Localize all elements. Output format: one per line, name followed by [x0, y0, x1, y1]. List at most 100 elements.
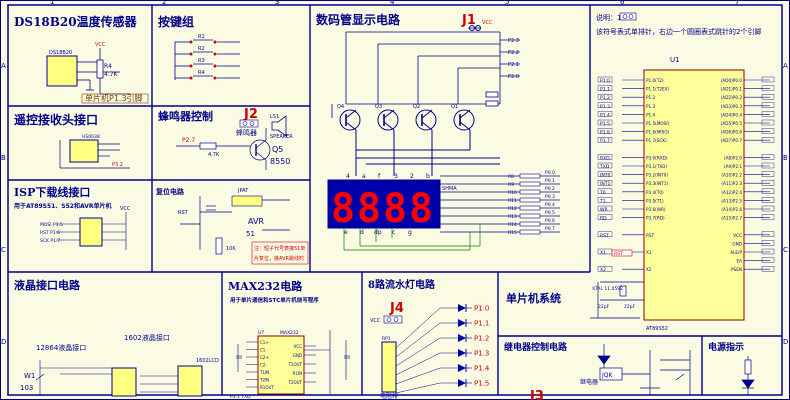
max232-title: MAX232电路: [228, 279, 303, 293]
mcu-right-net-tag: [761, 171, 775, 177]
ruler-left-C: C: [1, 246, 6, 254]
ds18b20-r-value: 4.7K: [104, 71, 119, 78]
mcu-right-net-tag: [761, 205, 775, 212]
max232-right-pin: VCC: [294, 344, 303, 349]
led-diode-icon: [458, 364, 466, 372]
reset-jp: JPAT: [237, 188, 249, 194]
mcu-left-net: INT0: [600, 173, 610, 179]
drawing-frame: [7, 4, 783, 396]
mcu-left-pin-name: P1.0(T2): [646, 78, 664, 83]
mcu-right-pin-name: EA: [736, 259, 742, 264]
led-row-group: P1.0P1.1P1.2P1.3P1.4P1.5: [395, 304, 490, 394]
buzzer-8550: 8550: [270, 157, 290, 166]
mcu-left-net-tag: [597, 266, 613, 272]
mcu-right-pin-name: (A13)P2.5: [721, 198, 742, 203]
led-wire: [395, 337, 441, 367]
seg-top-label-6: b: [426, 173, 430, 180]
mcu-right-pin-name: (A14)P2.6: [721, 207, 742, 212]
res-pin-5: P0.4: [545, 202, 555, 208]
max232-left-pin: R1OUT: [260, 385, 274, 390]
seg-bottom-label-4: c: [392, 229, 395, 236]
ruler-right-D: D: [783, 338, 788, 346]
reset-avr: AVR: [248, 217, 264, 226]
res-pin-6: P0.5: [545, 210, 555, 216]
mcu-left-net-tag: [597, 214, 613, 220]
ruler-left-A: A: [1, 62, 6, 70]
mcu-chip-name: AT89S52: [646, 326, 668, 332]
mcu-right-net-tag: [761, 248, 775, 255]
max232-right-pin: T1OUT: [287, 362, 302, 367]
max232-bottom: P3.1 TXD: [230, 394, 251, 400]
mcu-right-net-tag: [761, 76, 775, 83]
mcu-left-pin-name: P3.7(RD): [646, 216, 665, 221]
power-title: 电源指示: [708, 341, 744, 353]
led-diode-icon: [458, 304, 466, 312]
key-label-2: R2: [198, 46, 205, 52]
led-diode-icon: [458, 349, 466, 357]
seg-digit-1: 8: [331, 186, 355, 232]
mcu-left-net: P1.5: [600, 121, 610, 127]
led-diode-icon: [458, 334, 466, 342]
mcu-left-pin-name: P3.5(T1): [646, 198, 664, 203]
mcu-right-net-tag: [761, 85, 775, 91]
mcu-left-net: T1: [599, 198, 606, 204]
ds18b20-note: 单片机P1.3引脚: [85, 93, 143, 103]
j2-caption: 蜂鸣器: [236, 128, 257, 137]
mcu-left-net: P1.1: [600, 87, 610, 93]
mcu-left-net-tag: [597, 197, 613, 203]
mcu-title: 单片机系统: [506, 291, 561, 305]
seg-top-label-5: 2: [410, 173, 414, 180]
led-diode-icon: [458, 319, 466, 327]
mcu-left-pin-group: P1.0(T2)P1.0P1.1(T2EX)P1.1P1.2P1.2P1.3P1…: [597, 76, 670, 273]
mcu-left-net: TXD: [599, 164, 610, 170]
ir-receiver: [69, 139, 99, 163]
ruler-right-A: A: [783, 62, 788, 70]
seg-bottom-label-3: dp: [374, 229, 382, 236]
q-label-1: Q4: [337, 104, 344, 110]
mcu-right-pin-name: (AD6)P0.6: [721, 130, 743, 135]
res-label-2: R9: [508, 182, 514, 188]
mcu-right-pin-name: (AD3)P0.3: [721, 104, 743, 109]
mcu-left-pin-name: P1.1(T2EX): [646, 87, 670, 92]
led-pin-label: P1.0: [474, 305, 489, 313]
ir-pin: P3.2: [112, 162, 123, 168]
mcu-right-net-tag: [761, 136, 775, 143]
mcu-right-pin-name: PSEN: [731, 267, 742, 272]
isp-pin-3: SCK P1.7: [40, 238, 60, 244]
reset-r-value: 10K: [226, 246, 236, 252]
buzzer-section: 蜂鸣器控制 J2 蜂鸣器 LS1 SPEAKER P2.7 4.7K Q5 85…: [158, 107, 293, 170]
mcu-left-net-tag: [597, 93, 613, 100]
mcu-left-net: RXD: [600, 155, 610, 161]
power-section: 电源指示: [708, 341, 755, 395]
seg-bottom-label-1: e: [344, 229, 348, 236]
seg-digit-3: 8: [383, 186, 407, 232]
mcu-right-net-tag: [761, 266, 775, 272]
res-label-8: R15: [508, 230, 517, 236]
mcu-right-pin-name: (AD0)P0.0: [721, 78, 743, 83]
ds18b20-vcc: VCC: [95, 42, 106, 48]
buzzer-pin: P2.7: [182, 137, 195, 144]
mcu-left-net: RD: [600, 216, 607, 222]
max232-section: MAX232电路 用于单片通信和STC单片机烧写程序 U7 MAX232 C1+…: [228, 279, 350, 400]
seg-pin-2: P2.2: [508, 50, 519, 56]
mcu-crystal: XTAL 11.0592: [592, 286, 623, 292]
mcu-left-net: P1.6: [600, 130, 610, 136]
relay-jqk: JQK: [601, 372, 613, 379]
mcu-right-pin-name: ALE/P: [730, 250, 742, 255]
max232-subtitle: 用于单片通信和STC单片机烧写程序: [229, 296, 319, 304]
seg-pin-3: P2.1: [508, 62, 519, 68]
ds18b20-title: DS18B20温度传感器: [14, 14, 138, 29]
isp-title: ISP下载线接口: [14, 185, 90, 199]
mcu-left-net: X2: [600, 267, 606, 273]
q-label-2: Q3: [375, 104, 382, 110]
mcu-right-pin-name: (AD5)P0.5: [721, 121, 743, 126]
leds-rp1: RP1: [382, 336, 391, 342]
led-wire: [395, 382, 441, 394]
mcu-left-pin-name: X1: [646, 250, 652, 255]
led-pin-label: P1.1: [474, 320, 489, 328]
ruler-top-2: 2: [162, 0, 166, 6]
mcu-left-net-tag: [597, 171, 613, 177]
mcu-left-net: X1: [600, 250, 606, 256]
